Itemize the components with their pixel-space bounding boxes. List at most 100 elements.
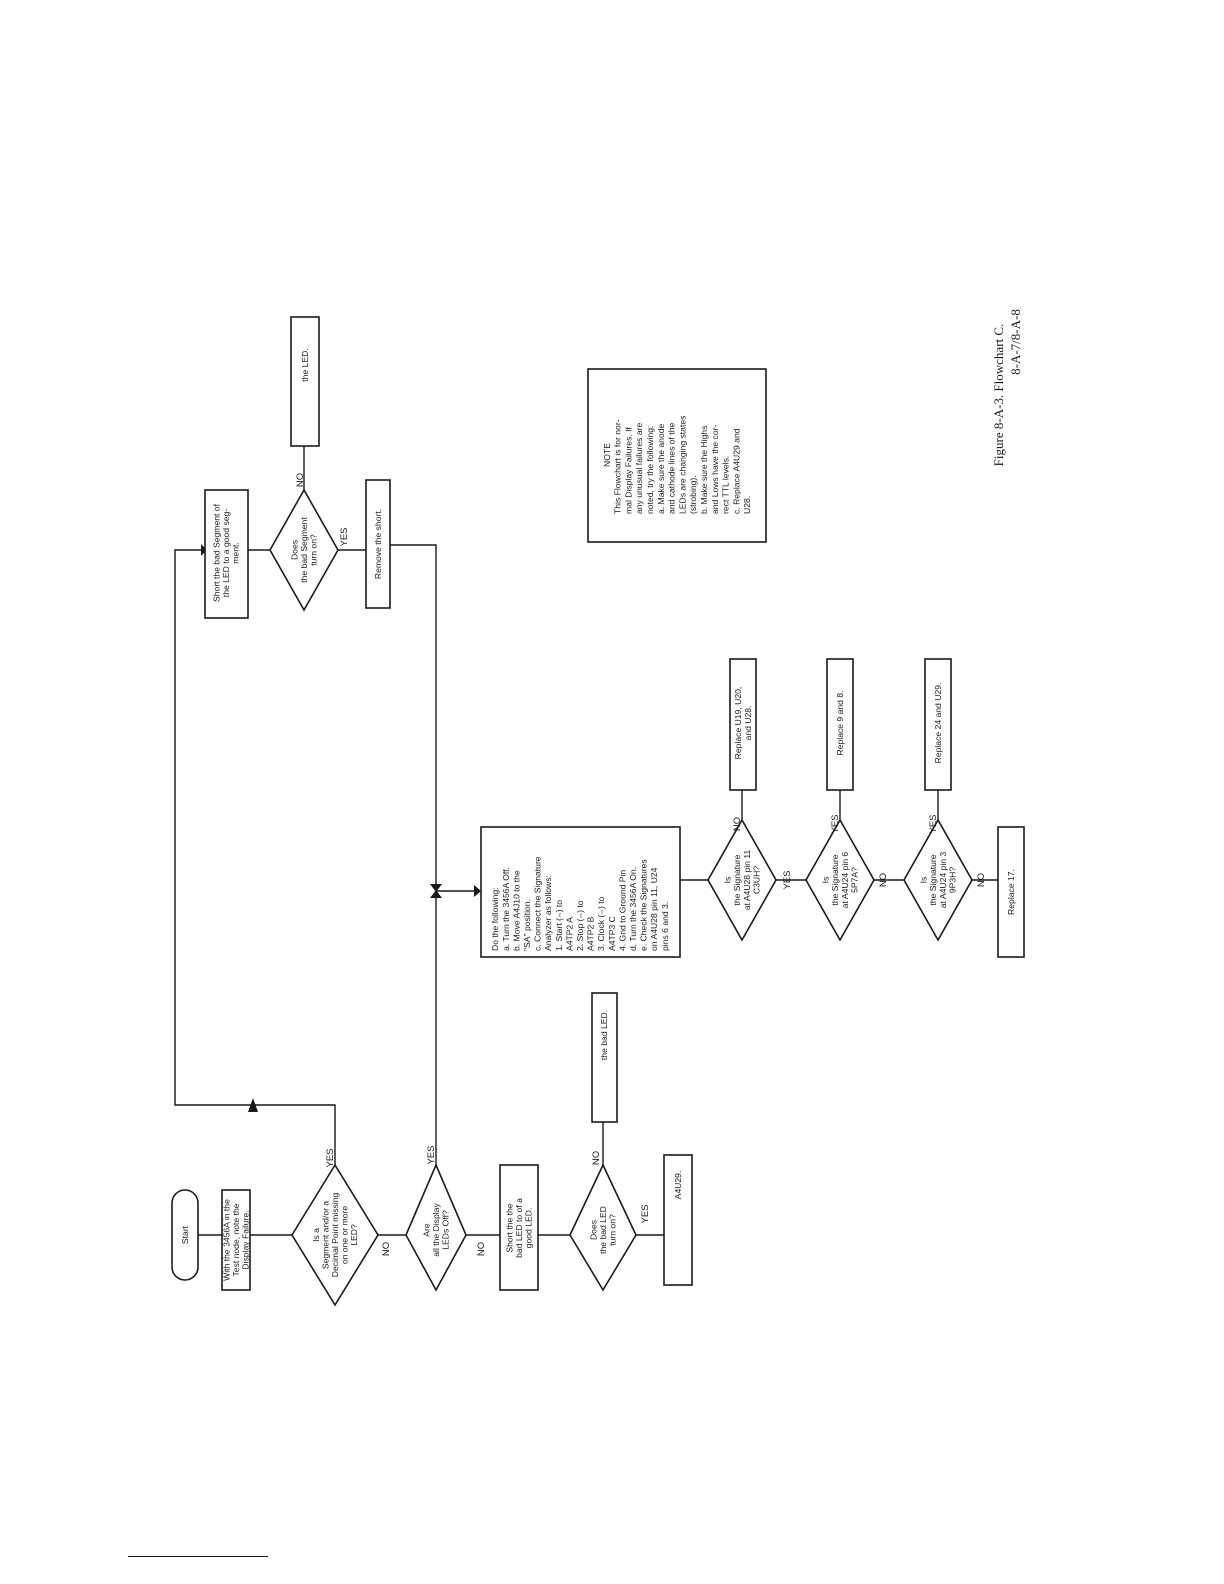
step-do-following-line: 1. Start (⌢) to: [554, 900, 564, 951]
arrow-do-following: [474, 885, 481, 897]
step-do-following-line: pins 6 and 3.: [660, 902, 670, 951]
step-short-segment-line: Short the bad Segment of: [211, 503, 221, 602]
step-short-led-line: Short the the: [504, 1203, 514, 1252]
label-q6-no: NO: [878, 873, 889, 887]
step-do-following-line: Analyzer as follows:: [543, 875, 553, 951]
connector-remove-short: [390, 544, 437, 885]
q-all-leds-off-line: all the Display: [431, 1203, 441, 1257]
note-line: noted, try the following:: [645, 426, 655, 514]
step-short-segment-line: the LED to a good seg-: [221, 509, 231, 598]
q-sig-u24-3-line: Is: [919, 877, 929, 884]
step-do-following-line: A4TP3 C: [607, 916, 617, 951]
label-q3-no: NO: [591, 1151, 602, 1165]
step-do-following-line: on A4U28 pin 11, U24: [649, 867, 659, 951]
q-sig-u28-11-line: at A4U28 pin 11: [742, 850, 752, 911]
note-line: a. Make sure the anode: [656, 423, 666, 514]
q-sig-u28-11-line: the Signature: [732, 854, 742, 905]
step-short-led-line: good LED.: [524, 1208, 534, 1249]
label-q7-no: NO: [976, 873, 987, 887]
note-line: rect TTL levels.: [721, 456, 731, 514]
step-remove-short: Remove the short.: [365, 479, 391, 609]
step-replace-bad-led: the bad LED.: [591, 992, 618, 1123]
note-line: U28.: [742, 496, 752, 514]
step-test-mode-line: With the 3456A in the: [221, 1199, 231, 1281]
start-node: Start: [171, 1189, 199, 1281]
step-replace-a4u29: A4U29.: [663, 1154, 693, 1286]
step-do-following-line: A4TP2 A: [564, 917, 574, 951]
step-do-following-line: 2. Stop (⌢) to: [575, 900, 585, 951]
step-short-led-line: bad LED to of a: [514, 1198, 524, 1258]
figure-caption-pages: 8-A-7/8-A-8: [1008, 309, 1023, 375]
label-q7-yes: YES: [928, 814, 939, 833]
q-sig-u28-11-line: Is: [723, 877, 733, 884]
footnote-rule: [128, 1556, 268, 1557]
step-replace-9-8: Replace 9 and 8.: [826, 658, 854, 791]
step-do-following-line: a. Turn the 3456A Off.: [501, 867, 511, 951]
note-line: This Flowchart is for nor-: [613, 419, 623, 514]
label-q6-yes: YES: [830, 814, 841, 833]
q-all-leds-off-line: Are: [421, 1223, 431, 1237]
step-do-following-line: b. Move A4J10 to the: [511, 870, 521, 951]
label-q4-no: NO: [295, 473, 306, 487]
q-segment-on-line: Does: [289, 540, 299, 560]
q-segment-missing-line: Segment and/or a: [320, 1201, 330, 1270]
q-segment-missing-line: on one or more: [340, 1206, 350, 1265]
step-do-following: Do the following:a. Turn the 3456A Off.b…: [480, 826, 681, 958]
label-q2-no: NO: [476, 1242, 487, 1256]
note-line: and Lows have the cor-: [710, 425, 720, 514]
note-line: c. Replace A4U29 and: [731, 428, 741, 514]
connector-q1-yes: [174, 549, 336, 1165]
step-replace-9-8-line: Replace 9 and 8.: [835, 691, 845, 756]
step-do-following-line: c. Connect the Signature: [533, 856, 543, 951]
label-q1-no: NO: [381, 1242, 392, 1256]
step-replace-u19-u20-u28: Replace U19, U20,and U28.: [729, 658, 757, 791]
label-q2-yes: YES: [426, 1145, 437, 1164]
step-replace-u19-line: Replace U19, U20,: [733, 687, 743, 760]
note-line: any unusual failures are: [634, 423, 644, 514]
step-do-following-line: Do the following:: [490, 887, 500, 951]
step-do-following-line: A4TP2 B: [586, 916, 596, 951]
start-line: Start: [180, 1225, 190, 1244]
step-do-following-line: e. Check the Signatures: [639, 859, 649, 951]
branch-labels: YES NO YES NO NO YES NO YES NO YES YES N…: [295, 473, 987, 1256]
q-sig-u24-3-line: 9P3H?: [947, 867, 957, 893]
note-line: LEDs are changing states: [677, 416, 687, 514]
label-q3-yes: YES: [640, 1204, 651, 1223]
figure-caption-title: Figure 8-A-3. Flowchart C.: [991, 324, 1006, 467]
connectors: [174, 446, 998, 1236]
label-q5-yes: YES: [782, 870, 793, 889]
q-sig-u24-6-line: the Signature: [830, 854, 840, 905]
note-line: (strobing).: [688, 475, 698, 514]
q-sig-u24-6-line: 5P7A?: [849, 867, 859, 893]
step-replace-17: Replace 17.: [997, 826, 1025, 958]
label-q4-yes: YES: [339, 527, 350, 546]
step-replace-a4u29-line: A4U29.: [673, 1171, 683, 1200]
arrow-left-loop: [248, 1098, 258, 1112]
step-replace-24-u29: Replace 24 and U29.: [924, 658, 952, 791]
q-sig-u24-3-line: at A4U24 pin 3: [938, 852, 948, 909]
arrow-right-segment: [201, 544, 207, 556]
arrow-junction-down: [430, 884, 442, 892]
step-replace-24-29-line: Replace 24 and U29.: [933, 683, 943, 764]
q-segment-on-line: the bad Segment: [299, 517, 309, 583]
step-remove-short-line: Remove the short.: [373, 509, 383, 579]
note-line: mal Display Failures. If: [623, 426, 633, 514]
step-replace-17-line: Replace 17.: [1006, 869, 1016, 915]
q-sig-u24-6-line: at A4U24 pin 6: [840, 852, 850, 909]
step-replace-led-line: the LED.: [300, 348, 310, 381]
label-q5-no: NO: [732, 817, 743, 831]
figure-caption: Figure 8-A-3. Flowchart C. 8-A-7/8-A-8: [991, 309, 1023, 466]
q-segment-missing-line: Decimal Point missing: [330, 1193, 340, 1278]
step-test-mode-line: Display Failure.: [241, 1210, 251, 1269]
q-sig-u24-3-line: the Signature: [928, 854, 938, 905]
step-do-following-line: "SA" position.: [522, 899, 532, 951]
